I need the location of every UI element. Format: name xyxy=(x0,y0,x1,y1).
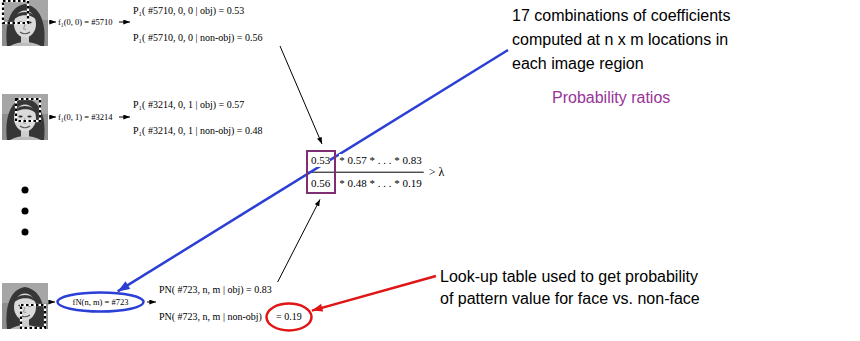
dashed-window xyxy=(3,1,28,23)
ellipsis-dot xyxy=(22,229,29,236)
leader-line xyxy=(312,276,436,311)
dashed-window xyxy=(21,305,45,328)
dashed-window xyxy=(21,305,45,328)
ellipsis-dot xyxy=(22,208,29,215)
dashed-window xyxy=(3,1,28,23)
leader-line xyxy=(118,50,508,291)
arrow xyxy=(49,22,56,23)
face-photo xyxy=(2,283,48,329)
face-photo xyxy=(2,0,48,46)
arrow xyxy=(49,302,55,303)
highlight-box: 0.53 0.56 xyxy=(306,150,336,194)
probability-value: PN( #723, n, m | non-obj) xyxy=(159,311,262,323)
dashed-window xyxy=(16,99,40,121)
fraction-bar xyxy=(306,172,424,173)
arrow xyxy=(147,302,156,303)
probability-value: P₁( #3214, 0, 1 | non-obj) = 0.48 xyxy=(133,125,262,137)
ratio-term: * 0.48 * . . . * 0.19 xyxy=(339,177,422,190)
arrow xyxy=(278,199,320,282)
highlight-ellipse: fN(n, m) = #723 xyxy=(56,291,145,313)
probability-value: P₁( #5710, 0, 0 | non-obj) = 0.56 xyxy=(133,32,262,44)
formula-text: 0.56 xyxy=(311,177,330,190)
formula-text: fN(n, m) = #723 xyxy=(73,297,129,307)
outline-ellipse xyxy=(266,304,311,331)
formula-text: 0.53 xyxy=(311,154,330,167)
arrow xyxy=(49,117,56,118)
ratio-term: * 0.57 * . . . * 0.83 xyxy=(339,154,422,167)
face-photo xyxy=(2,94,48,140)
feature-value: f₁(0, 1) = #3214 xyxy=(58,112,113,122)
arrow xyxy=(119,22,130,23)
outline-ellipse xyxy=(58,293,144,312)
formula-text: = 0.19 xyxy=(276,311,302,323)
feature-value: f₁(0, 0) = #5710 xyxy=(58,17,113,27)
callout-text: Look-up table used to get probability of… xyxy=(440,266,712,310)
callout-text: Probability ratios xyxy=(552,88,670,107)
callout-text: 17 combinations of coefficients computed… xyxy=(512,4,747,76)
ellipsis-dot xyxy=(22,187,29,194)
arrow xyxy=(119,117,130,118)
probability-value: P₁( #5710, 0, 0 | obj) = 0.53 xyxy=(133,5,244,17)
highlight-circle: = 0.19 xyxy=(265,302,313,332)
arrow xyxy=(280,46,322,144)
probability-value: P₁( #3214, 0, 1 | obj) = 0.57 xyxy=(133,99,244,111)
probability-value: PN( #723, n, m | obj) = 0.83 xyxy=(159,284,272,296)
threshold: > λ xyxy=(429,165,445,179)
dashed-window xyxy=(16,99,40,121)
